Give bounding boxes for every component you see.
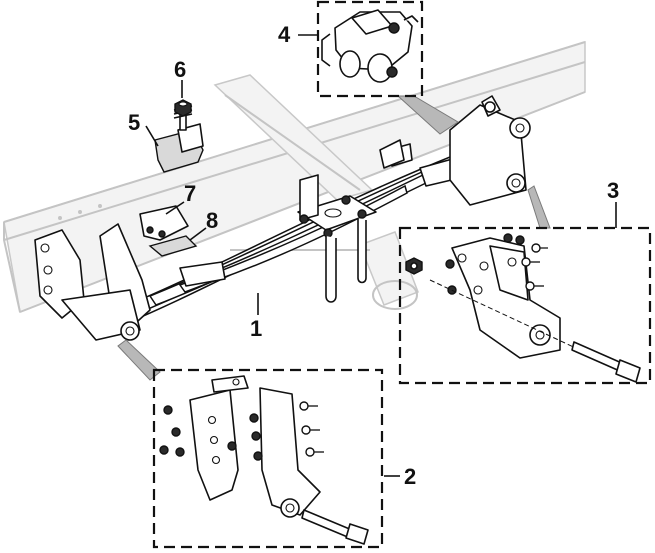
leader-8 — [189, 227, 207, 241]
bump-stop-nut — [174, 99, 192, 117]
bump-stop-bracket — [154, 105, 204, 173]
spring-pad-bracket — [139, 205, 198, 257]
leaf-spring — [93, 149, 480, 334]
callout-1: 1 — [250, 316, 262, 341]
callout-4: 4 — [278, 22, 291, 47]
front-bracket-callout-pointer — [527, 185, 551, 229]
rear-bracket-bolts — [159, 401, 324, 461]
front-bracket-bolts — [445, 233, 548, 295]
callout-3: 3 — [607, 178, 619, 203]
front-spring-eye-assembly — [379, 95, 531, 206]
rear-hanger-bracket — [34, 223, 151, 341]
detail-box-front-bracket — [398, 226, 652, 385]
callout-2: 2 — [404, 464, 416, 489]
callout-leaders — [145, 34, 617, 477]
callout-6: 6 — [174, 57, 186, 82]
leader-7 — [165, 201, 185, 215]
callout-5: 5 — [128, 110, 140, 135]
detail-box-rear-bracket — [152, 368, 384, 549]
callout-8: 8 — [206, 208, 218, 233]
leader-5 — [145, 125, 159, 147]
rear-bracket-callout-pointer — [117, 339, 161, 381]
detail-box-shackle — [316, 0, 424, 98]
callout-7: 7 — [184, 181, 196, 206]
